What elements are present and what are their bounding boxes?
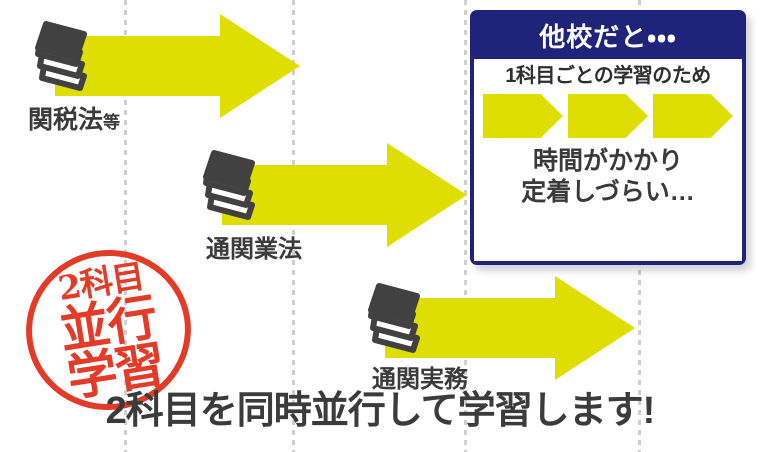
comparison-outcome-line-b: 定着しづらい… [521,178,695,207]
comparison-reason-text: 1科目ごとの学習のため [505,65,711,87]
comparison-outcome-line-a: 時間がかかり [532,147,683,175]
sequential-arrows-group [482,94,734,138]
arrow-1-label: 関税法等 [28,108,120,133]
arrow-1-label-main: 関税法 [28,106,104,134]
sequential-arrow-1 [483,94,563,138]
book-stack-icon [203,150,255,220]
sequential-arrow-2 [568,94,648,138]
guide-line-1 [124,0,127,452]
arrow-2-label-main: 通関業法 [206,236,302,263]
headline-text: 2科目を同時並行して学習します! [105,390,656,432]
sequential-arrow-3 [653,94,733,138]
arrow-1-label-suffix: 等 [103,113,121,132]
book-stack-icon [368,283,420,353]
stamp-char-grid: 並 行 学 習 [55,286,167,407]
comparison-outcome-text: 時間がかかり 定着しづらい… [482,146,734,209]
stamp-char-4: 習 [110,333,167,400]
comparison-box: 他校だと・・・ 1科目ごとの学習のため 時間がかかり 定着しづらい… [470,10,746,265]
comparison-box-body: 1科目ごとの学習のため 時間がかかり 定着しづらい… [474,59,742,261]
book-stack-icon [35,21,87,91]
arrow-3-head [555,276,635,380]
arrow-1-head [220,14,300,118]
arrow-2-head [387,143,467,247]
guide-line-2 [292,0,295,452]
arrow-3-label-main: 通関実務 [372,366,468,393]
arrow-3-label: 通関実務 [372,368,468,392]
arrow-2-label: 通関業法 [206,238,302,262]
comparison-box-header: 他校だと・・・ [539,21,677,52]
